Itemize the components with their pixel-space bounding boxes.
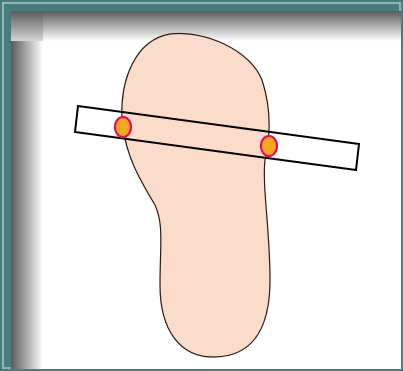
- bevel-corner: [11, 11, 43, 41]
- marker-right: [261, 136, 277, 156]
- bevel-left-shadow: [11, 11, 43, 369]
- marker-left: [115, 117, 131, 137]
